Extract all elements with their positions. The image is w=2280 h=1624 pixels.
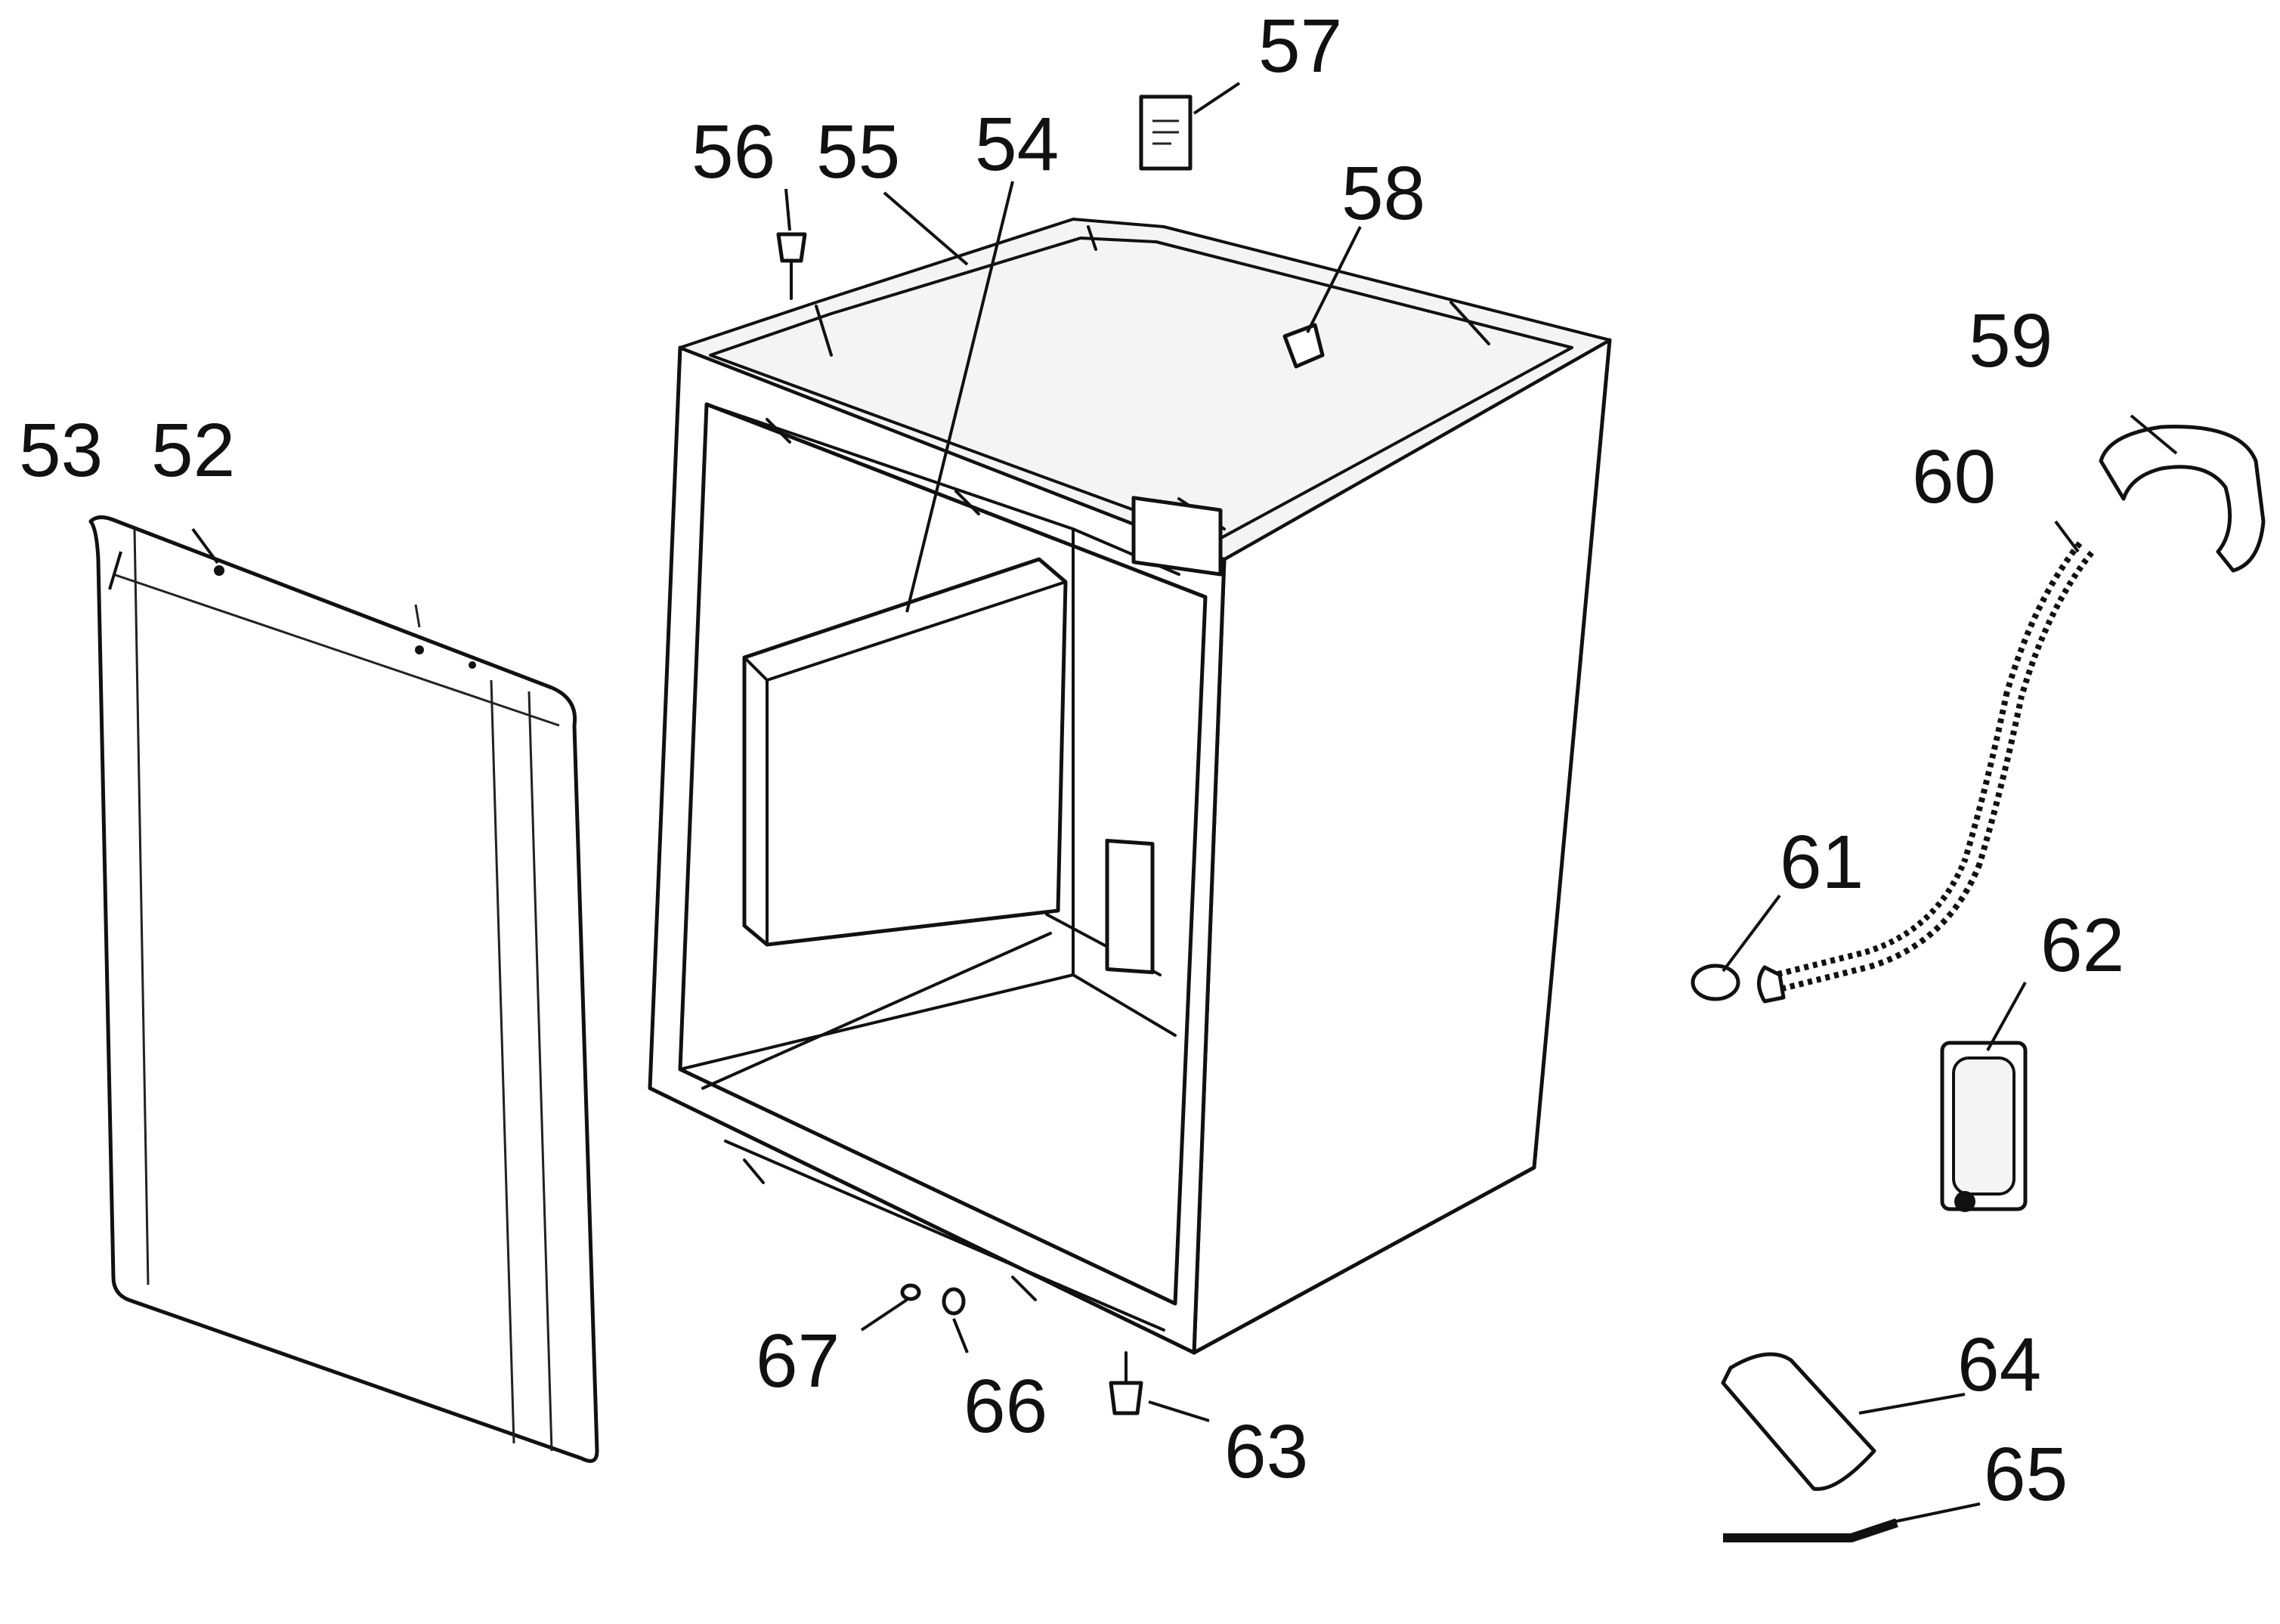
callout-57: 57 xyxy=(1258,4,1342,88)
callout-59: 59 xyxy=(1969,299,2053,383)
callout-67: 67 xyxy=(756,1319,840,1403)
callout-54: 54 xyxy=(975,102,1059,187)
callout-56: 56 xyxy=(691,110,775,194)
callout-65: 65 xyxy=(1984,1432,2068,1517)
clip-part xyxy=(1282,323,1325,369)
callout-60: 60 xyxy=(1912,435,1996,519)
callout-53: 53 xyxy=(19,408,103,493)
drain-hose xyxy=(1773,541,2094,993)
top-screw xyxy=(776,232,807,300)
inner-panel xyxy=(742,557,1068,947)
callout-52: 52 xyxy=(151,408,235,493)
washer xyxy=(942,1287,966,1316)
callout-62: 62 xyxy=(2040,903,2124,988)
accessory-bag xyxy=(1721,1352,1876,1491)
rod-tool xyxy=(1723,1518,1898,1542)
callout-64: 64 xyxy=(1957,1322,2041,1407)
leveling-foot xyxy=(1109,1351,1143,1415)
hose-hook xyxy=(2099,425,2266,573)
hose-clamp xyxy=(1691,964,1740,1001)
callout-58: 58 xyxy=(1341,151,1425,236)
small-screw xyxy=(900,1283,921,1301)
callout-labels: 53 52 56 55 54 57 58 59 60 61 62 64 65 6… xyxy=(19,4,2124,1517)
drain-box xyxy=(1940,1041,2028,1212)
callout-55: 55 xyxy=(816,110,900,194)
leader-lines xyxy=(108,82,2178,1524)
callout-66: 66 xyxy=(964,1364,1047,1449)
callout-63: 63 xyxy=(1224,1409,1308,1494)
callout-61: 61 xyxy=(1780,820,1864,905)
front-panel xyxy=(88,515,599,1463)
